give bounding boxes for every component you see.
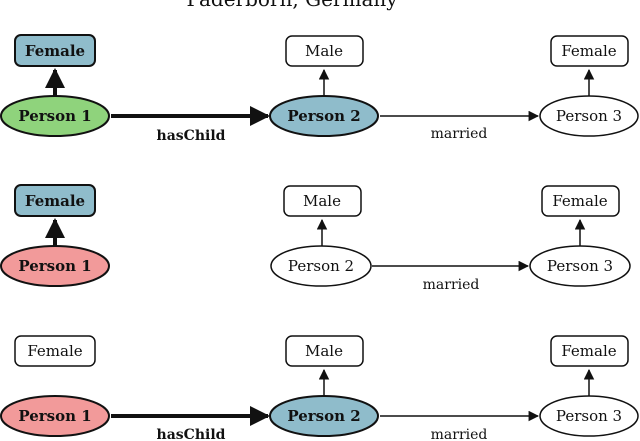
type-label-male-row3: Male	[305, 342, 343, 360]
type-label-female-left-row1: Female	[25, 42, 85, 60]
person-label-1-row1: Person 1	[18, 107, 91, 125]
person-label-2-row3: Person 2	[287, 407, 360, 425]
person-node-2-row1	[269, 95, 379, 137]
person-label-3-row3: Person 3	[556, 407, 622, 425]
person-node-2-row2	[270, 245, 372, 287]
type-node-male-row1	[285, 35, 364, 67]
person-node-3-row3	[539, 395, 639, 437]
edge-label-married-row2: married	[423, 277, 480, 293]
type-node-female-left-row3	[14, 335, 96, 367]
row-2: Female Male Female Person 1 Person 2 Per…	[0, 184, 631, 293]
type-label-female-right-row1: Female	[561, 42, 616, 60]
edge-label-married-row3: married	[431, 427, 488, 441]
type-label-male-row1: Male	[305, 42, 343, 60]
person-label-2-row2: Person 2	[288, 257, 354, 275]
person-node-2-row3	[269, 395, 379, 437]
type-node-female-right-row3	[550, 335, 629, 367]
row-1: Female Male Female Person 1 Person 2 Per…	[0, 34, 639, 144]
row-3: Female Male Female Person 1 Person 2 Per…	[0, 335, 639, 441]
type-node-male-row2	[283, 185, 362, 217]
person-label-3-row2: Person 3	[547, 257, 613, 275]
type-label-female-left-row3: Female	[27, 342, 82, 360]
person-node-3-row2	[529, 245, 631, 287]
person-node-3-row1	[539, 95, 639, 137]
person-label-1-row3: Person 1	[18, 407, 91, 425]
person-label-2-row1: Person 2	[287, 107, 360, 125]
type-node-male-row3	[285, 335, 364, 367]
type-node-female-left-row1	[14, 34, 96, 67]
type-node-female-right-row1	[550, 35, 629, 67]
edge-label-married-row1: married	[431, 126, 488, 142]
type-node-female-left-row2	[14, 184, 96, 217]
header-text: Paderborn, Germany	[186, 0, 398, 11]
person-node-1-row2	[0, 245, 110, 287]
edge-label-haschild-row3: hasChild	[157, 427, 226, 441]
edge-label-haschild-row1: hasChild	[157, 128, 226, 144]
type-label-female-right-row3: Female	[561, 342, 616, 360]
person-label-3-row1: Person 3	[556, 107, 622, 125]
type-label-female-left-row2: Female	[25, 192, 85, 210]
person-node-1-row3	[0, 395, 110, 437]
type-label-female-right-row2: Female	[552, 192, 607, 210]
person-label-1-row2: Person 1	[18, 257, 91, 275]
type-node-female-right-row2	[541, 185, 620, 217]
person-node-1-row1	[0, 95, 110, 137]
type-label-male-row2: Male	[303, 192, 341, 210]
